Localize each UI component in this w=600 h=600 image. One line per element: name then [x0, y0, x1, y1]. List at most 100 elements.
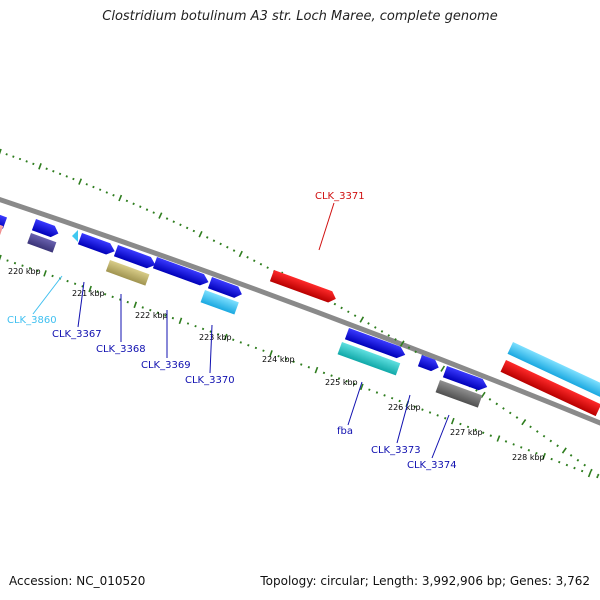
inner-ring-minor-tick: [209, 330, 212, 333]
genome-backbone: [0, 197, 600, 426]
outer-ring-minor-tick: [246, 255, 249, 259]
gene-label-clk3374[interactable]: CLK_3374: [407, 460, 457, 471]
outer-ring-major-tick: [359, 316, 365, 323]
scale-label-226: 226 kbp: [388, 403, 421, 412]
outer-ring-minor-tick: [576, 458, 580, 462]
inner-ring-minor-tick: [459, 422, 462, 426]
inner-ring-minor-tick: [262, 349, 265, 352]
inner-ring-minor-tick: [345, 379, 348, 383]
outer-ring-minor-tick: [98, 188, 102, 191]
inner-ring-minor-tick: [103, 292, 107, 296]
inner-ring-minor-tick: [368, 388, 371, 391]
gene-arrow-clk3371[interactable]: [269, 270, 338, 305]
gene-arrow-a[interactable]: [31, 219, 61, 239]
scale-label-227: 227 kbp: [450, 428, 483, 437]
outer-ring-minor-tick: [340, 306, 343, 310]
inner-ring-minor-tick: [512, 443, 515, 446]
inner-ring-minor-tick: [239, 341, 242, 344]
inner-ring-minor-tick: [292, 360, 295, 364]
gene-label-clk3371[interactable]: CLK_3371: [315, 191, 365, 202]
outer-ring-major-tick: [399, 340, 405, 347]
outer-ring-minor-tick: [105, 191, 109, 194]
gene-arrow-clk3374-upper[interactable]: [442, 366, 489, 393]
outer-ring-minor-tick: [569, 454, 573, 457]
inner-ring-minor-tick: [81, 285, 84, 288]
outer-ring-minor-tick: [266, 266, 269, 269]
inner-ring-minor-tick: [383, 394, 386, 397]
gene-arrow-clk3368[interactable]: [113, 245, 158, 271]
outer-ring-minor-tick: [226, 245, 229, 249]
leader-clk3367: [77, 281, 85, 328]
gene-label-clk3367[interactable]: CLK_3367: [52, 329, 102, 340]
gene-bar-red-right[interactable]: [500, 360, 600, 417]
inner-ring-major-tick: [223, 333, 228, 341]
outer-ring-minor-tick: [502, 407, 505, 410]
inner-ring-minor-tick: [504, 440, 508, 443]
outer-ring-minor-tick: [212, 239, 216, 243]
outer-ring-minor-tick: [219, 242, 222, 246]
gene-bar-navy[interactable]: [27, 233, 57, 253]
gene-bar-sky[interactable]: [200, 290, 239, 315]
outer-ring-minor-tick: [125, 199, 129, 203]
inner-ring-minor-tick: [186, 322, 190, 325]
inner-ring-minor-tick: [21, 264, 24, 267]
gene-bar-teal[interactable]: [337, 342, 401, 376]
inner-ring-minor-tick: [216, 333, 220, 336]
gene-arrow-clk3369[interactable]: [152, 257, 211, 288]
outer-ring-minor-tick: [58, 172, 62, 176]
outer-ring-minor-tick: [185, 226, 189, 230]
gene-bar-gray[interactable]: [435, 380, 483, 408]
scale-label-224: 224 kbp: [262, 355, 295, 364]
inner-ring-major-tick: [314, 366, 319, 374]
outer-ring-minor-tick: [353, 314, 357, 317]
inner-ring-minor-tick: [194, 324, 197, 328]
inner-ring-minor-tick: [436, 414, 439, 417]
gene-bar-olive[interactable]: [105, 260, 150, 286]
scale-label-223: 223 kbp: [199, 333, 232, 342]
gene-arrow-fba-upper[interactable]: [344, 328, 407, 360]
inner-ring-minor-tick: [444, 416, 447, 420]
outer-ring-minor-tick: [542, 434, 546, 438]
outer-ring-minor-tick: [192, 229, 196, 233]
leader-clk3373: [396, 394, 411, 444]
inner-ring-major-tick: [43, 270, 47, 277]
outer-ring-minor-tick: [596, 473, 600, 477]
outer-ring-minor-tick: [549, 439, 553, 443]
outer-ring-major-tick: [118, 194, 123, 202]
gene-label-clk3369[interactable]: CLK_3369: [141, 360, 191, 371]
gene-label-fba[interactable]: fba: [337, 426, 353, 437]
outer-ring-minor-tick: [132, 202, 135, 206]
gene-arrow-clk3370[interactable]: [207, 277, 244, 300]
outer-ring-minor-tick: [583, 463, 587, 467]
outer-ring-minor-tick: [12, 155, 15, 158]
inner-ring-minor-tick: [550, 457, 553, 461]
inner-ring-minor-tick: [489, 434, 493, 437]
scale-labels: 220 kbp 221 kbp 222 kbp 223 kbp 224 kbp …: [8, 267, 545, 462]
gene-arrow-small[interactable]: [417, 355, 441, 373]
scale-label-225: 225 kbp: [325, 378, 358, 387]
inner-ring-minor-tick: [96, 290, 99, 293]
outer-ring-minor-tick: [172, 220, 176, 224]
inner-ring-minor-tick: [6, 259, 9, 262]
gene-arrow-clk3367[interactable]: [77, 233, 117, 257]
outer-ring-minor-tick: [85, 183, 88, 186]
gene-label-clk3860[interactable]: CLK_3860: [7, 315, 57, 326]
inner-ring-minor-tick: [580, 469, 584, 473]
leader-clk3374: [431, 414, 450, 459]
outer-ring-major-tick: [0, 148, 2, 155]
inner-ring-minor-tick: [565, 463, 569, 467]
inner-ring-minor-tick: [337, 377, 341, 380]
outer-ring-minor-tick: [488, 398, 492, 401]
gene-bar-sky-right[interactable]: [507, 342, 600, 399]
outer-ring-minor-tick: [259, 262, 263, 266]
gene-arrow-left-edge[interactable]: [0, 212, 8, 229]
inner-ring-minor-tick: [232, 338, 235, 342]
gene-label-clk3373[interactable]: CLK_3373: [371, 445, 421, 456]
gene-label-clk3370[interactable]: CLK_3370: [185, 375, 235, 386]
outer-ring-minor-tick: [232, 249, 236, 252]
outer-ring-minor-tick: [407, 346, 411, 349]
inner-ring-minor-tick: [13, 261, 17, 265]
gene-label-clk3368[interactable]: CLK_3368: [96, 344, 146, 355]
scale-label-221: 221 kbp: [72, 289, 105, 298]
gene-arrow-clk3860[interactable]: [72, 230, 78, 242]
